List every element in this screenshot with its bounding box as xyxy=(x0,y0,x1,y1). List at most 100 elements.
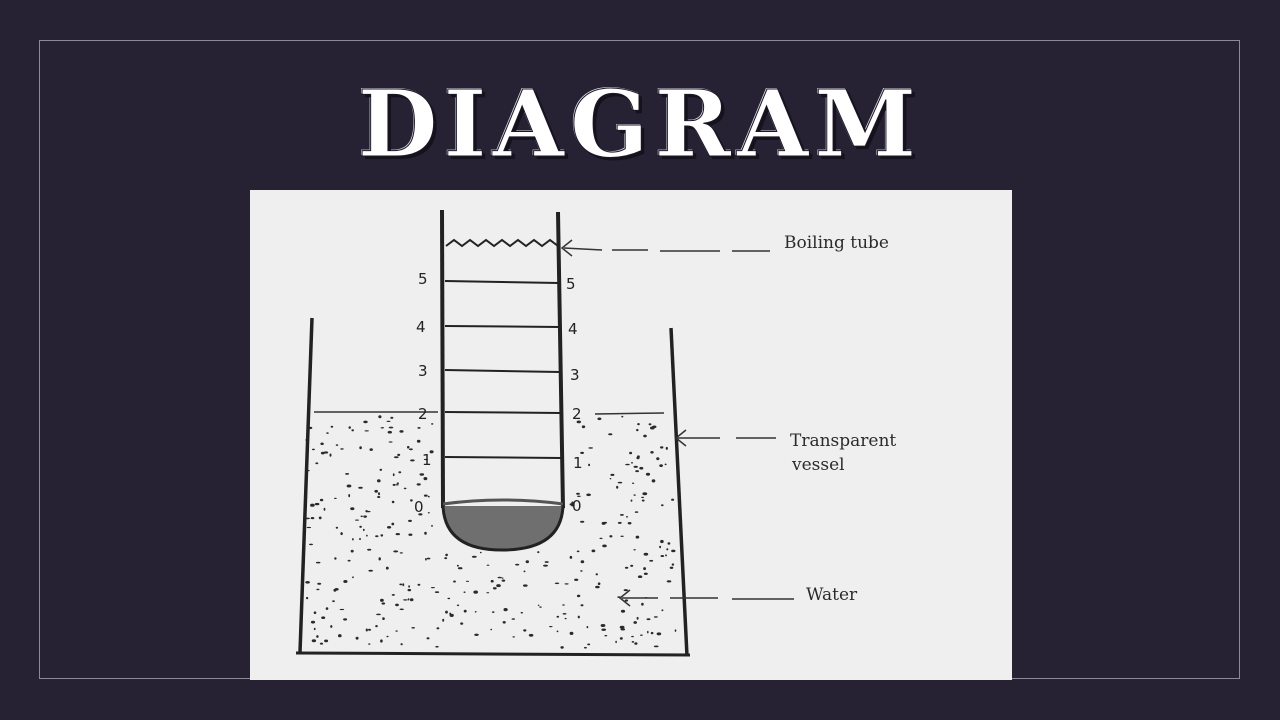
water-speckle xyxy=(407,588,412,592)
water-speckle xyxy=(650,451,654,454)
water-speckle xyxy=(634,642,638,645)
water-speckle xyxy=(501,577,504,579)
scale-left-2: 2 xyxy=(418,405,428,423)
water-speckle xyxy=(392,483,396,486)
water-speckle xyxy=(419,473,425,476)
water-speckle xyxy=(338,634,342,638)
water-speckle xyxy=(641,499,645,502)
water-speckle xyxy=(391,500,395,504)
water-speckle xyxy=(569,555,573,559)
water-speckle xyxy=(399,430,404,433)
water-speckle xyxy=(377,479,381,483)
water-speckle xyxy=(399,608,404,611)
water-speckle xyxy=(388,441,393,443)
water-speckle xyxy=(426,637,430,640)
water-speckle xyxy=(651,479,656,483)
water-speckle xyxy=(334,557,337,560)
water-speckle xyxy=(528,633,534,637)
water-speckle xyxy=(403,599,408,601)
water-speckle xyxy=(554,582,560,585)
water-speckle xyxy=(315,561,321,564)
water-speckle xyxy=(588,463,591,467)
water-speckle xyxy=(381,602,386,605)
water-speckle xyxy=(645,472,651,476)
water-speckle xyxy=(321,616,326,619)
water-speckle xyxy=(416,483,421,486)
water-speckle xyxy=(340,532,343,536)
water-speckle xyxy=(408,585,410,588)
water-speckle xyxy=(523,570,526,573)
water-speckle xyxy=(310,620,316,624)
water-speckle xyxy=(313,611,317,614)
water-speckle xyxy=(393,550,399,553)
water-speckle xyxy=(317,582,322,585)
water-speckle xyxy=(617,521,622,524)
water-speckle xyxy=(656,632,662,636)
water-speckle xyxy=(427,512,430,514)
water-speckle xyxy=(602,544,607,548)
water-speckle xyxy=(362,528,365,532)
water-speckle xyxy=(345,473,350,475)
water-speckle xyxy=(355,636,359,640)
water-speckle xyxy=(309,543,313,546)
water-speckle xyxy=(586,493,591,497)
water-speckle xyxy=(434,591,440,593)
water-speckle xyxy=(619,625,625,629)
water-speckle xyxy=(363,515,367,518)
water-speckle xyxy=(363,420,368,424)
water-speckle xyxy=(375,625,378,628)
water-speckle xyxy=(378,557,381,561)
water-speckle xyxy=(636,616,639,620)
water-speckle xyxy=(463,591,466,593)
water-speckle xyxy=(310,517,315,520)
water-speckle xyxy=(544,561,549,563)
water-speckle xyxy=(399,583,403,586)
tube-bottom xyxy=(441,505,565,552)
water-speckle xyxy=(653,616,658,618)
water-speckle xyxy=(642,492,648,496)
water-speckle xyxy=(661,609,664,612)
water-speckle xyxy=(620,535,624,537)
water-speckle xyxy=(305,581,310,584)
water-speckle xyxy=(631,635,634,638)
water-speckle xyxy=(666,548,669,551)
tube-zigzag xyxy=(445,238,559,248)
water-speckle xyxy=(423,458,428,461)
water-speckle xyxy=(324,639,329,643)
transparent-vessel-label-line1: Transparent xyxy=(790,431,896,451)
water-speckle xyxy=(564,617,567,620)
water-speckle xyxy=(380,598,384,602)
graduation-line-4 xyxy=(444,325,561,328)
water-speckle xyxy=(410,459,415,462)
water-speckle xyxy=(314,502,320,506)
water-speckle xyxy=(333,588,337,592)
boiling-tube-label: Boiling tube xyxy=(784,233,889,253)
water-speckle xyxy=(569,631,574,635)
water-speckle xyxy=(380,534,384,537)
water-speckle xyxy=(355,519,359,521)
water-speckle xyxy=(649,559,654,562)
water-speckle xyxy=(387,430,392,434)
water-speckle xyxy=(368,643,371,645)
water-speckle xyxy=(429,450,434,454)
vessel-left-wall xyxy=(298,317,314,653)
water-speckle xyxy=(600,624,606,627)
water-speckle xyxy=(674,629,677,632)
scale-right-2: 2 xyxy=(572,405,582,423)
water-speckle xyxy=(319,498,324,502)
water-speckle xyxy=(378,415,382,419)
water-speckle xyxy=(576,550,580,553)
water-speckle xyxy=(424,531,427,535)
water-speckle xyxy=(503,608,508,612)
water-speckle xyxy=(325,607,329,610)
water-speckle xyxy=(352,576,354,579)
transparent-vessel-label-line2: vessel xyxy=(791,455,845,475)
water-speckle xyxy=(574,578,579,581)
water-speckle xyxy=(474,611,477,613)
water-speckle xyxy=(417,427,421,429)
scale-right-3: 3 xyxy=(570,366,580,384)
water-speckle xyxy=(543,564,548,567)
water-speckle xyxy=(643,572,648,575)
water-speckle xyxy=(367,548,372,551)
water-speckle xyxy=(463,609,467,613)
